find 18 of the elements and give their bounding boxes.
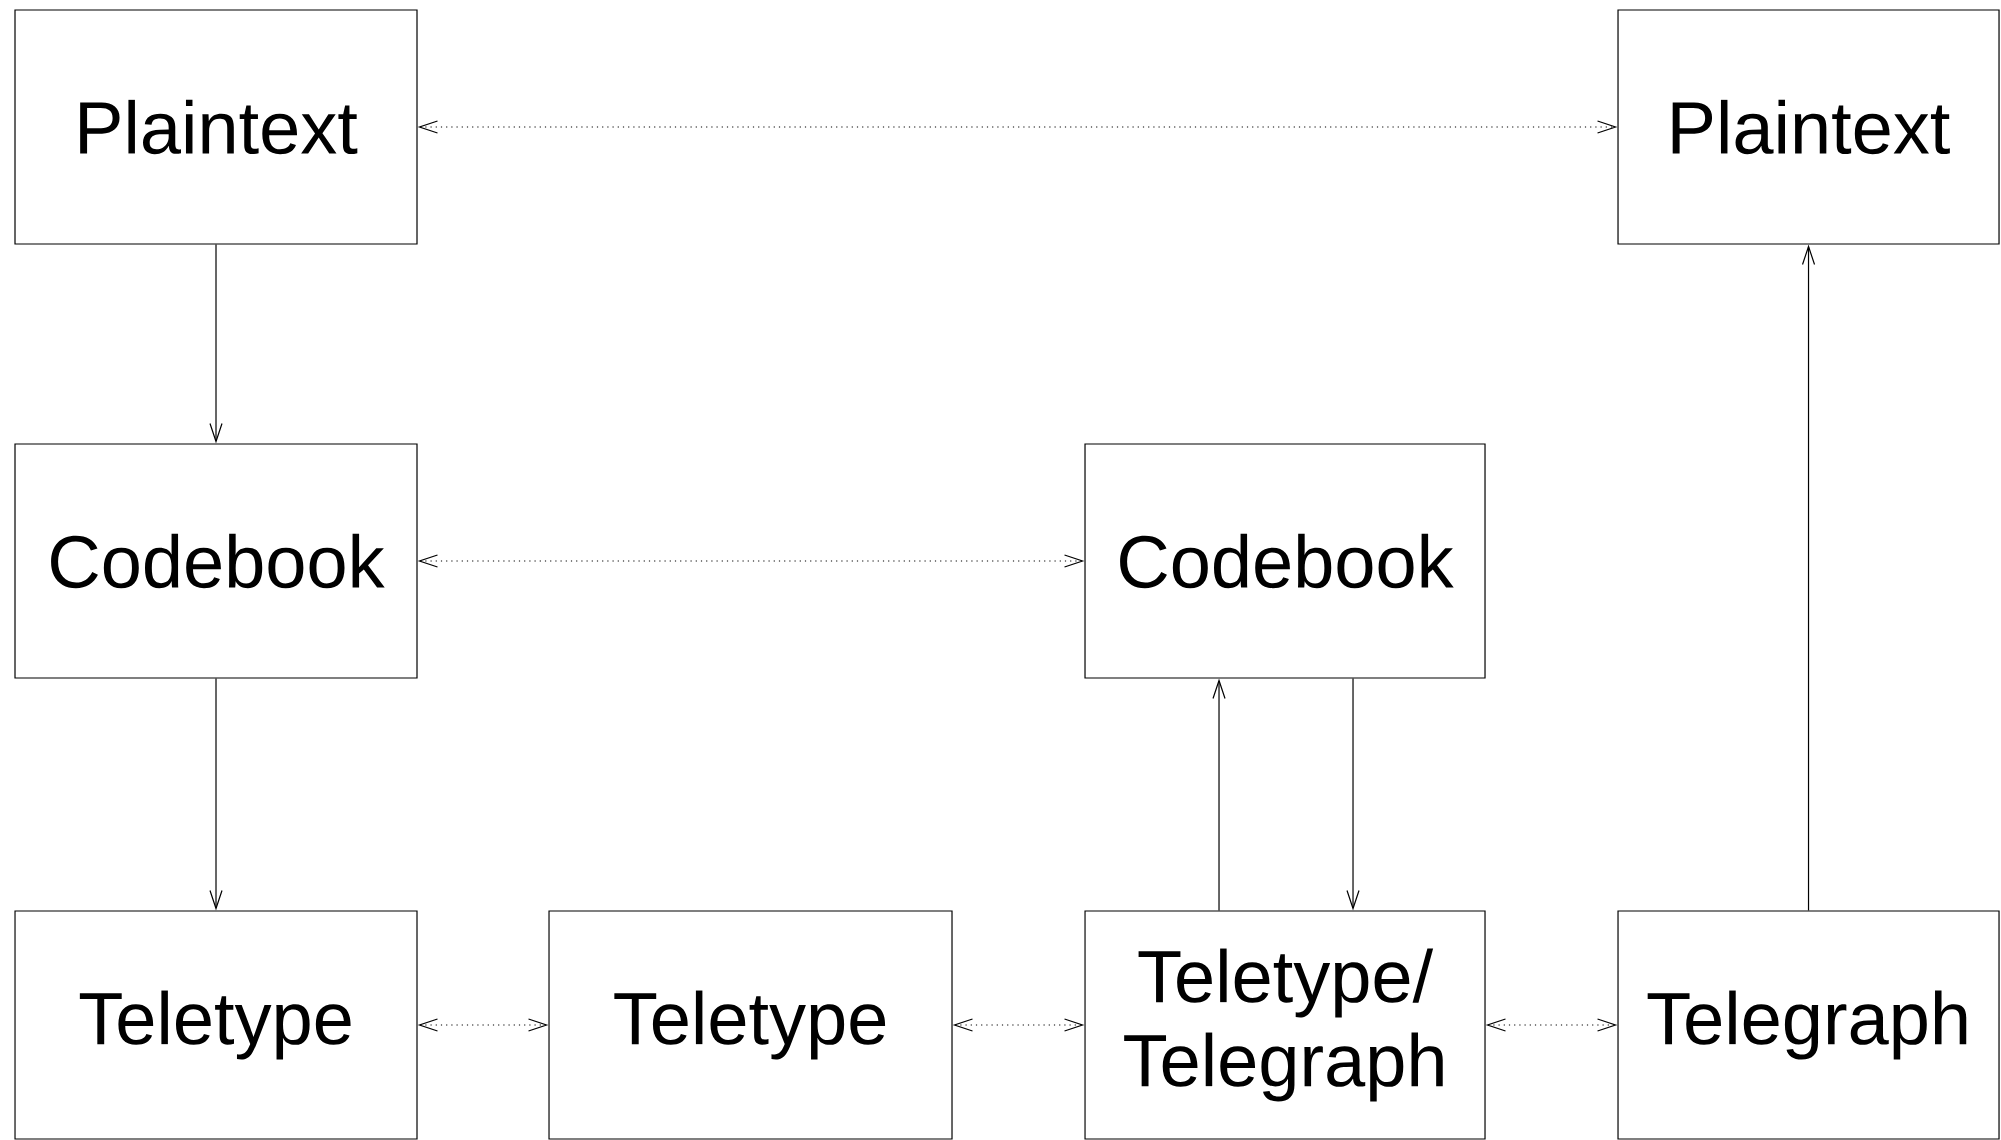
arrow	[1212, 678, 1226, 911]
arrow	[209, 244, 223, 444]
arrow	[952, 1018, 1085, 1032]
arrow	[1801, 244, 1816, 911]
text-box: Codebook	[1084, 443, 1486, 679]
text-box: Teletype	[548, 910, 953, 1140]
text-box: Teletype/ Telegraph	[1084, 910, 1486, 1140]
text-box: Plaintext	[1617, 9, 2000, 245]
arrow	[417, 554, 1085, 568]
text-box: Plaintext	[14, 9, 418, 245]
arrow	[1485, 1018, 1618, 1032]
arrow	[417, 1018, 549, 1032]
text-box: Telegraph	[1617, 910, 2000, 1140]
arrow	[1346, 678, 1360, 911]
arrow	[417, 120, 1618, 134]
arrow	[209, 678, 223, 911]
text-box: Codebook	[14, 443, 418, 679]
text-box: Teletype	[14, 910, 418, 1140]
